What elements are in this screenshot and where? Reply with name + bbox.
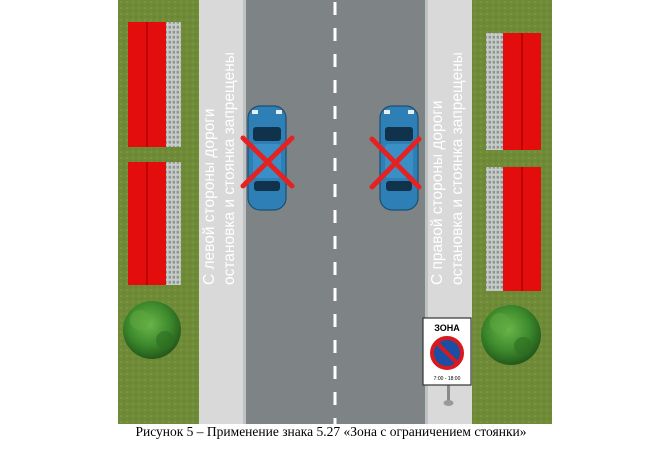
- left-building-top: [128, 22, 181, 147]
- right-curb: [425, 0, 428, 424]
- left-building-bottom: [128, 162, 181, 285]
- sign-time: 7:00 - 18:00: [434, 376, 461, 382]
- sign-base: [443, 400, 454, 406]
- right-tree: [481, 305, 541, 365]
- no-parking-icon: [430, 336, 464, 370]
- figure-caption: Рисунок 5 – Применение знака 5.27 «Зона …: [135, 424, 527, 439]
- sign-post: [447, 385, 450, 402]
- left-car: [247, 105, 287, 211]
- right-building-top: [486, 33, 541, 150]
- left-tree: [123, 301, 181, 359]
- left-sidewalk: [199, 0, 245, 424]
- right-building-bottom: [486, 167, 541, 291]
- right-car-cross-icon: [369, 136, 422, 190]
- left-car-cross-icon: [240, 135, 295, 189]
- right-note-line2: остановка и стоянка запрещены: [449, 52, 466, 285]
- left-curb: [243, 0, 246, 424]
- right-note-line1: С правой стороны дороги: [429, 100, 446, 285]
- sign-title: ЗОНА: [434, 323, 460, 333]
- road-scene-diagram: С левой стороны дороги остановка и стоян…: [118, 0, 552, 424]
- left-note-line1: С левой стороны дороги: [201, 108, 218, 285]
- zone-sign: ЗОНА 7:00 - 18:00: [422, 317, 472, 406]
- left-note-line2: остановка и стоянка запрещены: [221, 52, 238, 285]
